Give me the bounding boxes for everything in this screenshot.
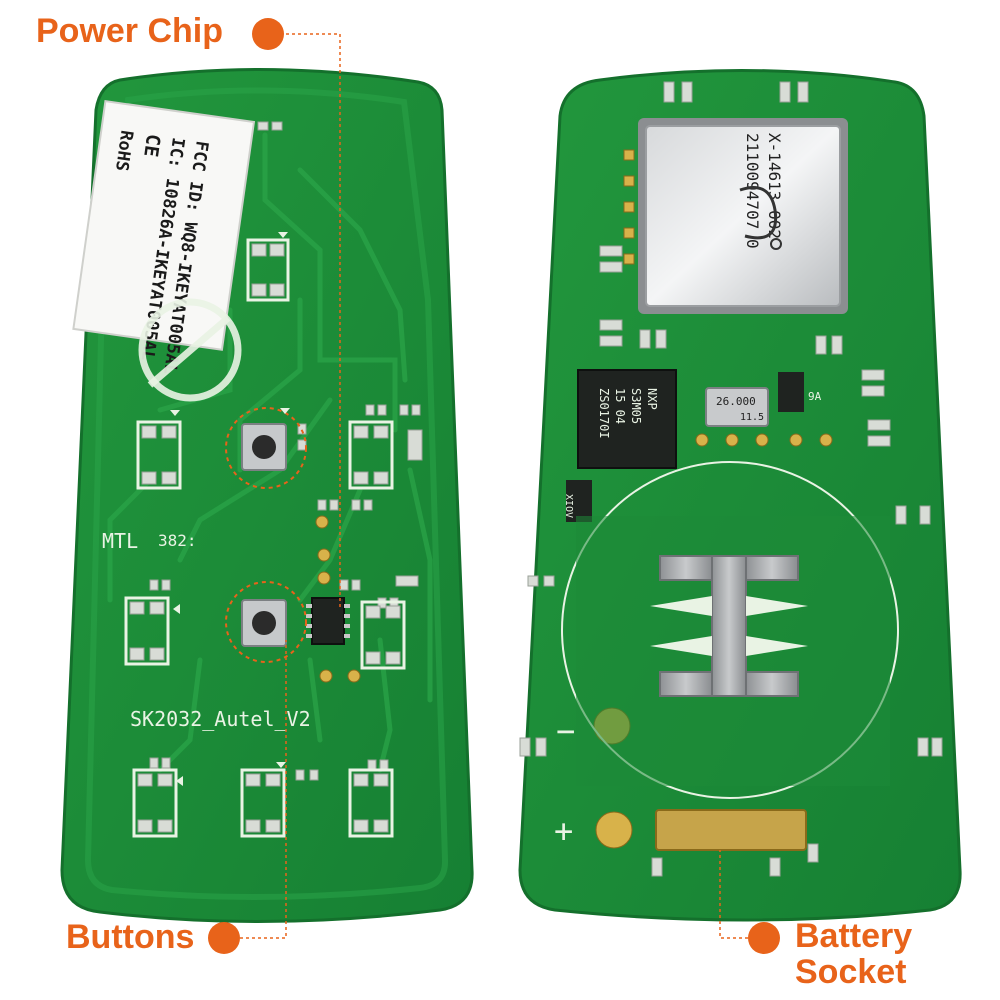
button-highlight-upper bbox=[225, 407, 307, 489]
shield-serial: 2110094707 0 bbox=[743, 133, 762, 249]
side-chip-label: XIOV bbox=[563, 494, 574, 518]
silk-plus: + bbox=[554, 812, 573, 850]
silk-mtl: MTL bbox=[102, 529, 138, 553]
callout-leaders bbox=[240, 33, 760, 939]
battery-contact bbox=[650, 555, 808, 697]
battery-socket-callout: Battery Socket bbox=[795, 918, 912, 990]
mcu-lot: ZS0170I bbox=[597, 388, 611, 439]
small-chip-label: 9A bbox=[808, 390, 822, 403]
tactile-button-lower bbox=[241, 599, 287, 647]
mcu-chip: NXP S3M05 15 04 ZS0170I bbox=[577, 369, 677, 469]
side-chip: XIOV bbox=[563, 480, 592, 522]
battery-callout-line1: Battery bbox=[795, 917, 913, 955]
power-chip-callout: Power Chip bbox=[36, 12, 224, 50]
buttons-callout: Buttons bbox=[66, 918, 195, 956]
crystal-frequency: 26.000 bbox=[716, 395, 756, 408]
power-chip bbox=[306, 597, 350, 645]
silk-code: 382: bbox=[158, 531, 197, 550]
silk-model: SK2032_Autel_V2 bbox=[130, 707, 311, 731]
buttons-callout-dot bbox=[208, 922, 240, 954]
battery-positive-pad bbox=[655, 809, 807, 851]
shield-part-number: X-14613-002 bbox=[765, 133, 784, 239]
mcu-model: S3M05 bbox=[629, 388, 643, 424]
small-chip: 9A bbox=[778, 372, 822, 412]
ford-logo-icon bbox=[739, 186, 778, 240]
battery-callout-dot bbox=[748, 922, 780, 954]
battery-outline bbox=[561, 461, 899, 799]
button-highlight-lower bbox=[225, 581, 307, 663]
left-pcb: FCC ID: WQ8-IKEYAT005AL IC: 10826A-IKEYA… bbox=[60, 68, 474, 924]
recycle-mark-icon bbox=[138, 298, 242, 402]
right-pcb: X-14613-002 2110094707 0 NXP S3M05 15 04… bbox=[518, 69, 962, 922]
crystal-oscillator: 26.000 11.5 bbox=[705, 387, 769, 427]
mcu-date: 15 04 bbox=[613, 388, 627, 424]
tactile-button-upper bbox=[241, 423, 287, 471]
fcc-sticker bbox=[72, 100, 256, 351]
mcu-brand: NXP bbox=[645, 388, 659, 410]
sticker-ce-mark: CE bbox=[139, 133, 164, 159]
crystal-sub: 11.5 bbox=[740, 412, 764, 423]
power-chip-callout-dot bbox=[252, 18, 284, 50]
rf-shield: X-14613-002 2110094707 0 bbox=[638, 118, 848, 314]
silk-minus: − bbox=[556, 712, 575, 750]
battery-callout-line2: Socket bbox=[795, 953, 907, 991]
